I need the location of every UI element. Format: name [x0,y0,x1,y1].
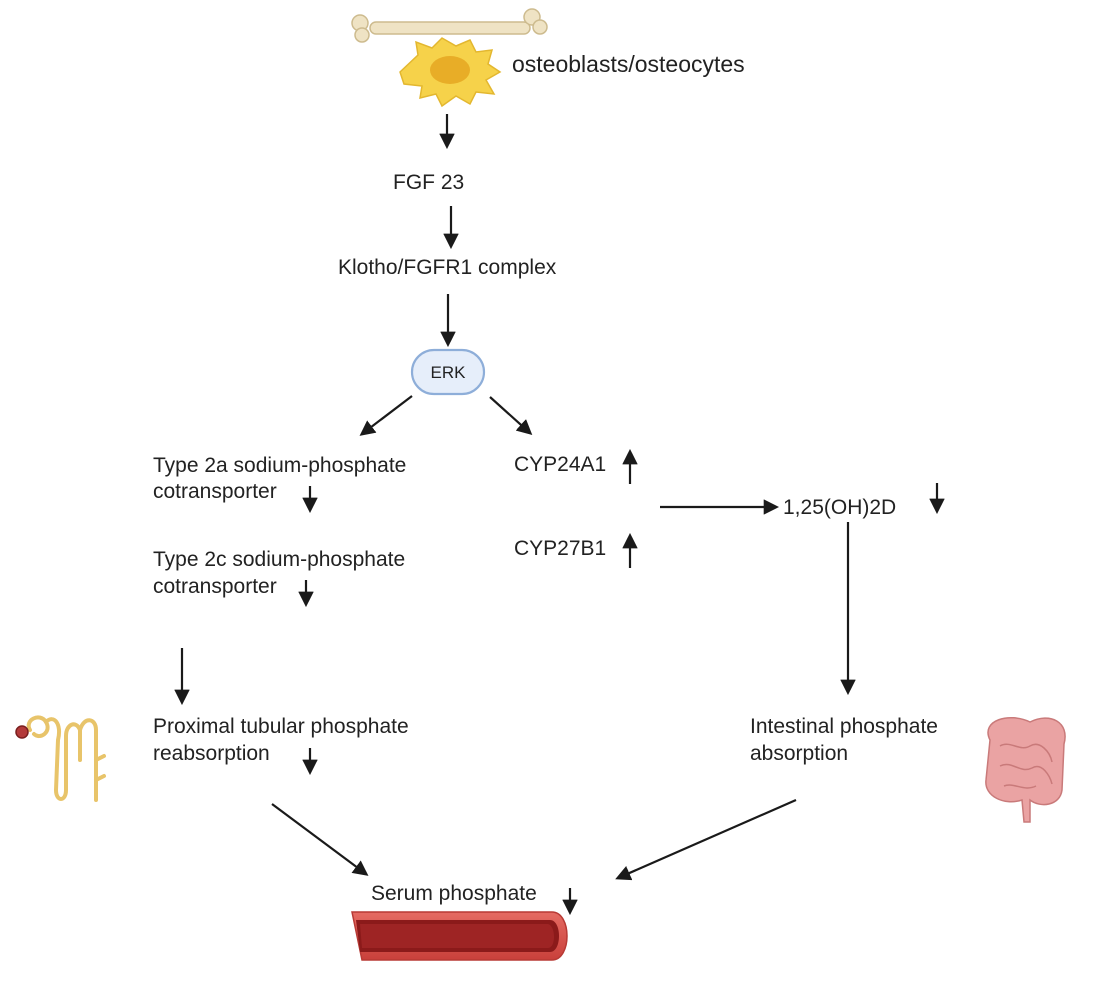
intestinal-label-line1: Intestinal phosphate [750,715,938,738]
type2c-label-line1: Type 2c sodium-phosphate [153,548,405,571]
fgf23-label: FGF 23 [393,171,464,194]
type2a-label-line1: Type 2a sodium-phosphate [153,454,406,477]
proximal-label-line2: reabsorption [153,742,270,765]
osteocyte-cell-icon [399,37,502,108]
nephron-icon [15,715,106,802]
erk-node: ERK [410,348,486,396]
serum-label: Serum phosphate [371,882,537,905]
proximal-label-line1: Proximal tubular phosphate [153,715,409,738]
klotho-label: Klotho/FGFR1 complex [338,256,557,279]
blood-vessel-icon [351,911,568,961]
arrow-intestinal-to-serum [615,798,797,881]
arrow-erk-to-cyp [489,396,533,436]
type2a-label-line2: cotransporter [153,480,277,503]
arrow-proximal-to-serum [271,803,369,876]
intestinal-label-line2: absorption [750,742,848,765]
cyp27b1-label: CYP27B1 [514,537,606,560]
intestine-icon [985,717,1066,823]
type2c-label-line2: cotransporter [153,575,277,598]
erk-label: ERK [431,363,467,382]
arrow-erk-to-cotransporters [359,395,413,436]
osteoblasts-label: osteoblasts/osteocytes [512,51,745,77]
bone-icon [351,8,548,43]
vitd-label: 1,25(OH)2D [783,496,896,519]
cyp24a1-label: CYP24A1 [514,453,606,476]
